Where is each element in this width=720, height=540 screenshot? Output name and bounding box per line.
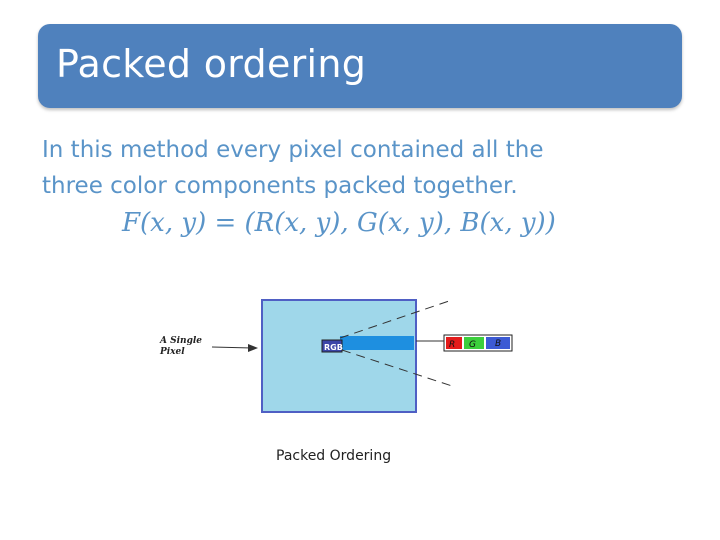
pixel-beam <box>340 336 414 350</box>
r-component-cell <box>446 337 462 349</box>
single-pixel-cell <box>321 339 343 353</box>
expansion-line-top <box>339 299 453 339</box>
title-banner: Packed ordering <box>38 24 682 108</box>
body-line-1: In this method every pixel contained all… <box>42 137 544 163</box>
g-component-cell <box>464 337 484 349</box>
arrow-line <box>211 346 253 349</box>
arrow-head <box>248 344 258 352</box>
pixel-cell-text: RGB <box>324 343 343 352</box>
pixel-label-line-2: Pixel <box>159 347 185 357</box>
formula: F(x, y) = (R(x, y), G(x, y), B(x, y)) <box>122 208 556 238</box>
g-component-label: G <box>469 340 476 350</box>
pixel-label-line-1: A Single <box>159 336 202 346</box>
slide-title: Packed ordering <box>56 42 367 86</box>
expansion-line-bottom <box>341 349 453 387</box>
b-component-cell <box>486 337 510 349</box>
slide-body: In this method every pixel contained all… <box>42 132 682 204</box>
image-square <box>261 299 417 413</box>
b-component-label: B <box>495 339 501 349</box>
body-line-2: three color components packed together. <box>42 173 518 199</box>
r-component-label: R <box>449 340 455 350</box>
figure-caption: Packed Ordering <box>276 448 392 464</box>
